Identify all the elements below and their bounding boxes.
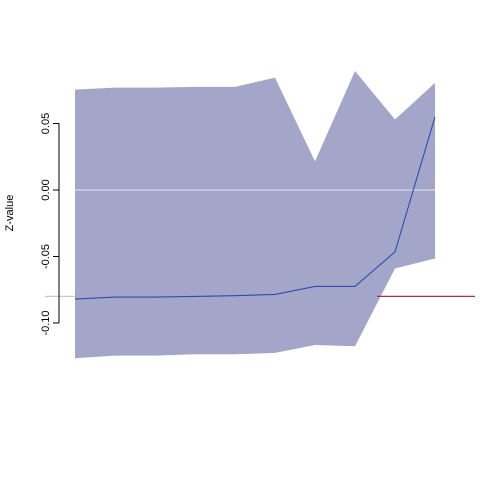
- y-axis-title: Z-value: [4, 195, 16, 232]
- y-tick-label: -0.05: [40, 244, 52, 269]
- y-tick-label: 0.00: [40, 179, 52, 200]
- confidence-band: [75, 70, 435, 359]
- y-axis: 0.05 0.00 -0.05 -0.10: [40, 113, 60, 336]
- y-tick-label: 0.05: [40, 113, 52, 134]
- plot-area: [45, 70, 475, 359]
- series-line: [74, 116, 436, 300]
- y-tick-label: -0.10: [40, 310, 52, 335]
